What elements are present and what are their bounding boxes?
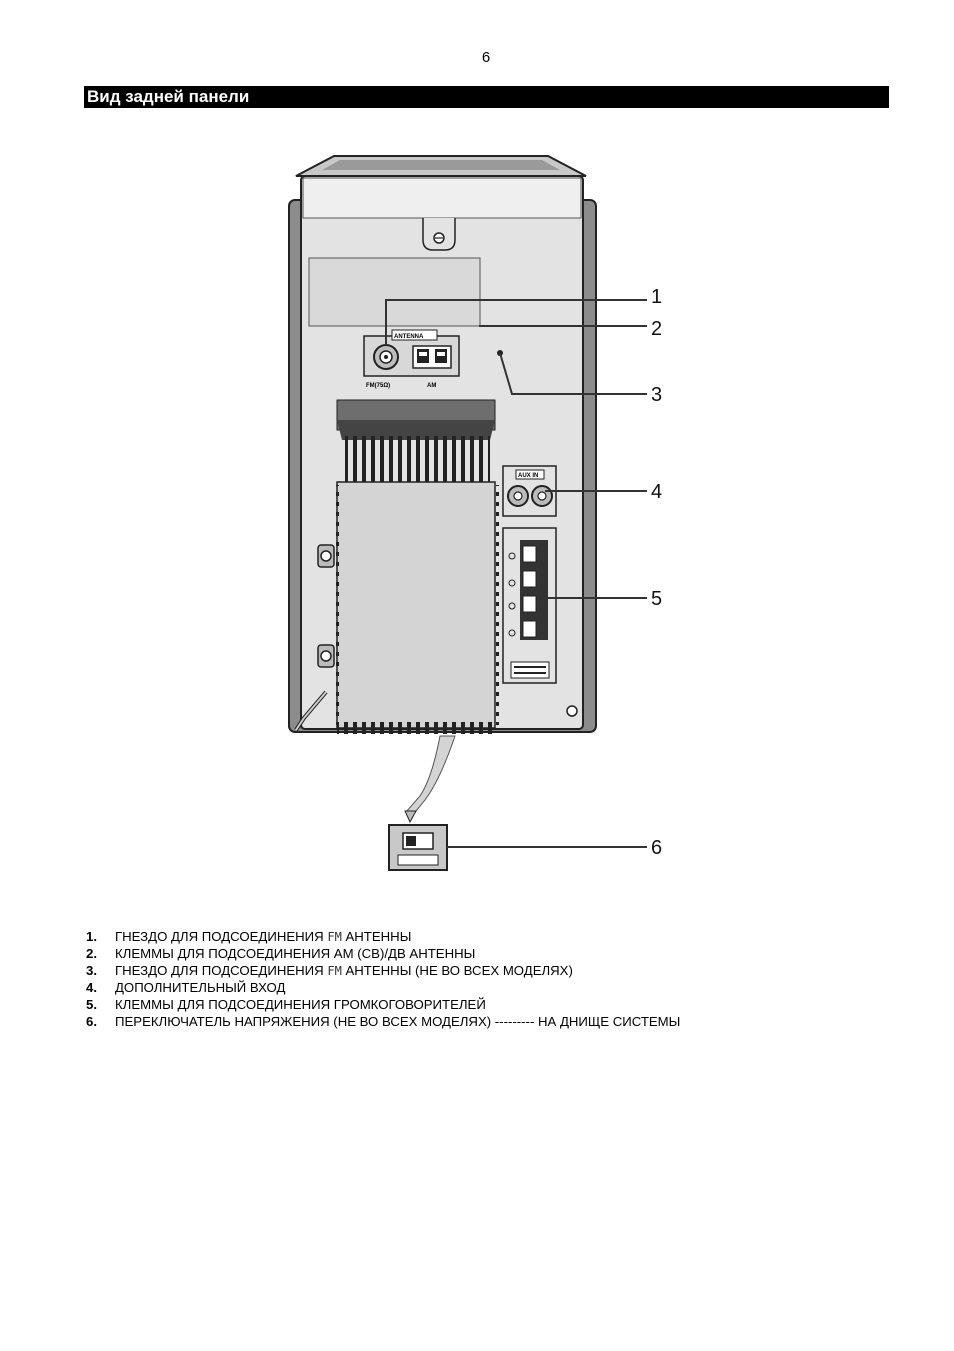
voltage-selector	[388, 824, 448, 871]
legend-list: 1. ГНЕЗДО ДЛЯ ПОДСОЕДИНЕНИЯ FM АНТЕННЫ 2.…	[86, 928, 906, 1030]
bottom-arrow	[404, 735, 456, 824]
heatsink	[333, 399, 499, 734]
callout-5: 5	[651, 588, 662, 610]
legend-text-after: АНТЕННЫ (НЕ ВО ВСЕХ МОДЕЛЯХ)	[341, 963, 573, 978]
legend-number: 1.	[86, 929, 97, 944]
legend-item: 6. ПЕРЕКЛЮЧАТЕЛЬ НАПРЯЖЕНИЯ (НЕ ВО ВСЕХ М…	[86, 1013, 906, 1030]
legend-text: ДОПОЛНИТЕЛЬНЫЙ ВХОД	[115, 980, 286, 995]
callout-3: 3	[651, 384, 662, 406]
legend-item: 5. КЛЕММЫ ДЛЯ ПОДСОЕДИНЕНИЯ ГРОМКОГОВОРИТ…	[86, 996, 906, 1013]
aux-label: AUX IN	[518, 473, 538, 479]
power-cord	[294, 690, 328, 732]
antenna-label: ANTENNA	[394, 334, 424, 340]
aux-input: AUX IN	[502, 465, 557, 517]
legend-text: ГНЕЗДО ДЛЯ ПОДСОЕДИНЕНИЯ	[115, 929, 328, 944]
callout-2: 2	[651, 318, 662, 340]
legend-item: 4. ДОПОЛНИТЕЛЬНЫЙ ВХОД	[86, 979, 906, 996]
callout-4: 4	[651, 481, 662, 503]
legend-number: 4.	[86, 980, 97, 995]
legend-number: 2.	[86, 946, 97, 961]
section-title: Вид задней панели	[87, 87, 250, 106]
legend-text: КЛЕММЫ ДЛЯ ПОДСОЕДИНЕНИЯ АМ (СВ)/ДВ АНТЕ…	[115, 946, 476, 961]
legend-text: ПЕРЕКЛЮЧАТЕЛЬ НАПРЯЖЕНИЯ (НЕ ВО ВСЕХ МОД…	[115, 1014, 681, 1029]
callout-1: 1	[651, 286, 662, 308]
legend-item: 3. ГНЕЗДО ДЛЯ ПОДСОЕДИНЕНИЯ FM АНТЕННЫ (Н…	[86, 962, 906, 979]
antenna-section: ANTENNA FM(75Ω) AM	[363, 329, 503, 389]
legend-number: 5.	[86, 997, 97, 1012]
speaker-terminals	[502, 527, 557, 684]
am-label: AM	[427, 383, 436, 389]
legend-number: 6.	[86, 1014, 97, 1029]
legend-item: 2. КЛЕММЫ ДЛЯ ПОДСОЕДИНЕНИЯ АМ (СВ)/ДВ АН…	[86, 945, 906, 962]
legend-number: 3.	[86, 963, 97, 978]
callout-lines	[385, 299, 647, 848]
legend-mono: FM	[327, 964, 342, 978]
legend-text: ГНЕЗДО ДЛЯ ПОДСОЕДИНЕНИЯ	[115, 963, 328, 978]
fm-label: FM(75Ω)	[366, 383, 390, 389]
legend-item: 1. ГНЕЗДО ДЛЯ ПОДСОЕДИНЕНИЯ FM АНТЕННЫ	[86, 928, 906, 945]
top-lid	[295, 155, 587, 177]
legend-text: КЛЕММЫ ДЛЯ ПОДСОЕДИНЕНИЯ ГРОМКОГОВОРИТЕЛ…	[115, 997, 486, 1012]
legend-mono: FM	[327, 930, 342, 944]
section-header-bar: Вид задней панели	[84, 86, 889, 108]
callout-6: 6	[651, 837, 662, 859]
legend-text-after: АНТЕННЫ	[341, 929, 412, 944]
side-screws	[317, 544, 578, 717]
page-number: 6	[481, 49, 491, 66]
